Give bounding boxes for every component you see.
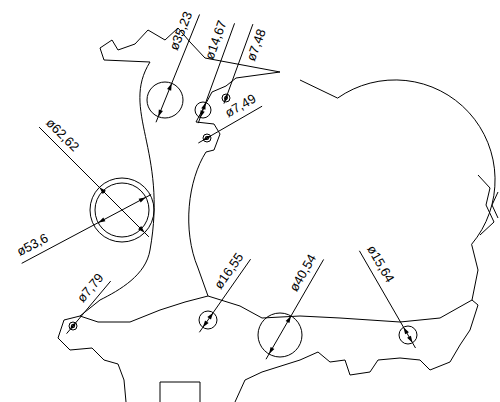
dimension-arrow xyxy=(158,109,163,116)
dimension-label: ø7,49 xyxy=(222,91,258,120)
dimension-arrow xyxy=(70,325,74,329)
dimension-arrow xyxy=(407,336,412,343)
leader-line xyxy=(39,127,149,237)
bottom-contour xyxy=(58,244,478,338)
dimension-arrow xyxy=(139,197,146,202)
dimension-arrow xyxy=(201,102,205,109)
bore-arc xyxy=(300,80,495,244)
dimension-label: ø7,48 xyxy=(244,27,269,63)
hole-circle xyxy=(203,134,211,142)
dimension-label: ø62,62 xyxy=(43,116,82,155)
dimension-arrow xyxy=(269,347,274,354)
dimension-arrow xyxy=(207,313,213,320)
dimension-arrow xyxy=(98,217,105,222)
dimension-label: ø40,54 xyxy=(287,252,320,294)
leader-line xyxy=(224,24,253,104)
right-notch xyxy=(478,175,498,235)
dimension-label: ø53,6 xyxy=(15,231,51,259)
leader-line xyxy=(22,195,151,264)
dimension-label: ø7,79 xyxy=(74,271,106,306)
dimension-arrow xyxy=(203,320,209,327)
dimension-label: ø15,64 xyxy=(364,243,397,285)
dimension-label: ø16,55 xyxy=(211,250,246,291)
dimension-arrow xyxy=(224,97,228,102)
dimension-label: ø35,23 xyxy=(167,10,195,53)
dimension-arrow xyxy=(138,226,145,233)
dimension-label: ø14,67 xyxy=(203,19,230,62)
hole-circle xyxy=(222,94,230,102)
dimension-arrow xyxy=(99,187,106,194)
dimension-arrow xyxy=(167,83,172,90)
lower-contour xyxy=(58,300,478,402)
dimension-arrow xyxy=(204,136,209,140)
dimension-arrow xyxy=(404,327,409,334)
dimension-arrow xyxy=(200,110,204,117)
upper-lug-contour xyxy=(100,28,280,296)
dimension-arrow xyxy=(286,316,291,323)
